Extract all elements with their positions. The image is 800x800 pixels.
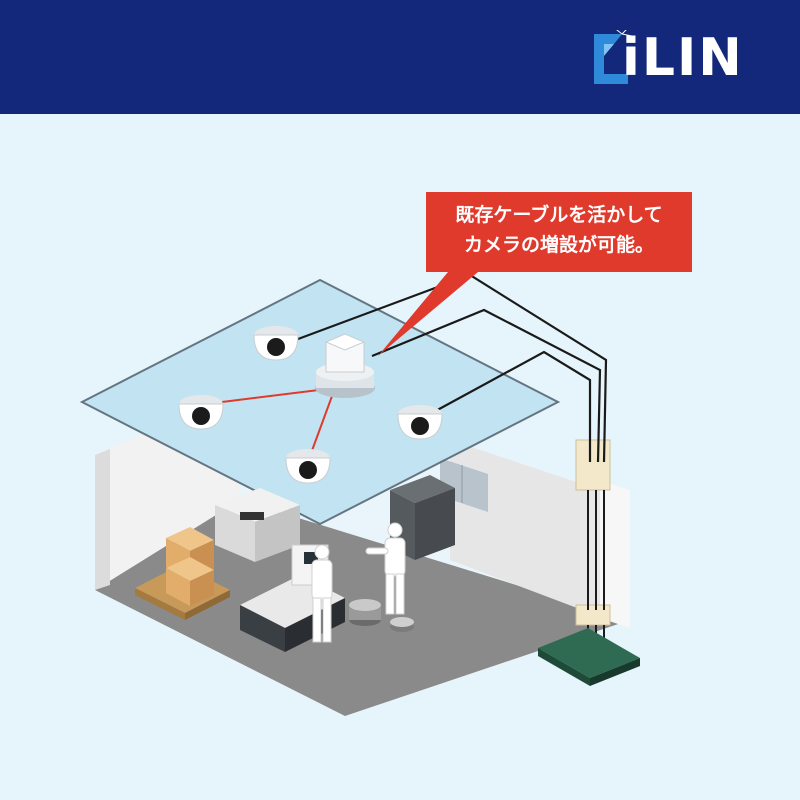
cable-black-1: [289, 273, 608, 463]
cable-duct-icon: [575, 604, 611, 626]
callout-line-1: 既存ケーブルを活かして: [455, 204, 663, 226]
network-switch-icon: [538, 628, 640, 678]
dome-camera-icon: [397, 405, 443, 440]
dome-camera-icon: [285, 449, 331, 484]
cable-black-2: [371, 308, 602, 463]
worker-icon: [365, 522, 406, 615]
callout-box: [426, 192, 692, 272]
header-bar: [0, 0, 800, 114]
dome-camera-icon: [253, 326, 299, 361]
ilin-logo-mark-icon: [594, 30, 632, 84]
callout-line-2: カメラの増設が可能。: [463, 234, 654, 256]
worker-icon: [311, 544, 333, 643]
machine-icon: [215, 488, 300, 562]
machine-icon: [349, 599, 414, 632]
network-hub-icon: [315, 333, 375, 398]
callout-pointer: [378, 272, 478, 356]
callout-text: 既存ケーブルを活かして カメラの増設が可能。: [426, 200, 692, 260]
box-icon: [135, 527, 230, 620]
dome-camera-icon: [178, 395, 224, 430]
factory-illustration: [79, 272, 640, 716]
cable-red-2: [309, 387, 336, 457]
brand-name: iLIN: [622, 28, 744, 88]
ceiling-plane: [79, 278, 561, 526]
cable-black-3: [429, 350, 592, 462]
